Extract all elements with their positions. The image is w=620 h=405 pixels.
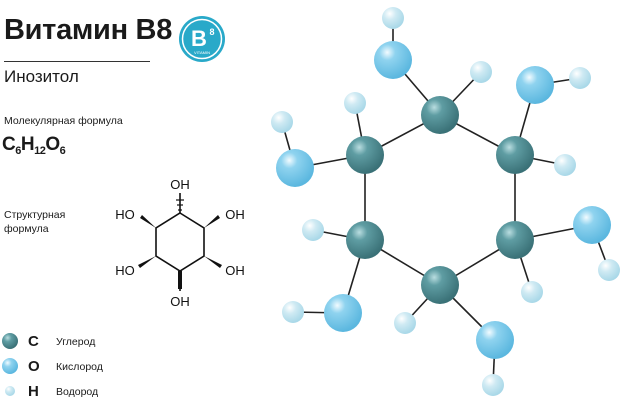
badge-letter: B <box>191 26 207 51</box>
wedge-top-right <box>204 215 220 228</box>
hydrogen-atom <box>482 374 504 396</box>
legend-symbol: C <box>28 333 39 350</box>
badge-small-text: VITAMIN <box>194 50 210 55</box>
oxygen-atom <box>374 41 412 79</box>
oh-top: OH <box>170 177 190 192</box>
carbon-atom <box>496 221 534 259</box>
structural-formula-label: Структурная формула <box>4 208 94 236</box>
wedge-bonds <box>138 215 222 289</box>
hydrogen-atom <box>282 301 304 323</box>
carbon-atom <box>496 136 534 174</box>
hydrogen-atoms <box>271 7 620 396</box>
hydrogen-atom <box>554 154 576 176</box>
badge-number: 8 <box>209 27 214 37</box>
page-title: Витамин В8 <box>4 14 173 46</box>
carbon-atom <box>421 266 459 304</box>
oxygen-legend-icon <box>2 358 18 374</box>
legend-name: Кислород <box>56 361 103 373</box>
oxygen-atom <box>573 206 611 244</box>
hydrogen-atom <box>344 92 366 114</box>
legend-symbol: O <box>28 358 40 375</box>
hydrogen-atom <box>598 259 620 281</box>
model-bonds <box>281 18 610 386</box>
oxygen-atom <box>516 66 554 104</box>
wedge-bottom-right <box>204 256 222 268</box>
hydrogen-atom <box>302 219 324 241</box>
carbon-legend-icon <box>2 333 18 349</box>
wedge-bottom-left <box>138 256 156 268</box>
ho-bottom-left: HO <box>115 263 135 278</box>
page-subtitle: Инозитол <box>4 67 79 86</box>
structural-label-line1: Структурная <box>4 209 66 221</box>
cyclohexane-ring <box>155 212 205 272</box>
legend-name: Углерод <box>56 336 96 348</box>
oxygen-atom <box>476 321 514 359</box>
hydrogen-atom <box>521 281 543 303</box>
formula-h-count: 12 <box>34 145 46 157</box>
oxygen-atom <box>324 294 362 332</box>
carbon-atom <box>346 136 384 174</box>
hydrogen-atom <box>382 7 404 29</box>
hydrogen-atom <box>271 111 293 133</box>
molecular-formula-label: Молекулярная формула <box>4 115 123 127</box>
badge-inner-ring <box>181 18 223 60</box>
oh-top-right: OH <box>225 207 245 222</box>
formula-o-count: 6 <box>59 145 66 157</box>
legend-item-carbon: C Углерод <box>0 331 150 355</box>
legend-item-oxygen: O Кислород <box>0 356 150 380</box>
oxygen-atom <box>276 149 314 187</box>
ball-and-stick-model <box>271 7 620 396</box>
formula-o: O <box>45 134 60 155</box>
wedge-bottom <box>178 271 182 289</box>
hydrogen-legend-icon <box>5 386 15 396</box>
legend-item-hydrogen: H Водород <box>0 381 150 405</box>
vitamin-badge-icon: B 8 VITAMIN <box>179 16 225 62</box>
badge-outer-circle <box>179 16 225 62</box>
ho-top-left: HO <box>115 207 135 222</box>
structural-label-line2: формула <box>4 223 49 235</box>
legend-symbol: H <box>28 383 39 400</box>
hydrogen-atom <box>394 312 416 334</box>
carbon-atoms <box>346 96 534 304</box>
title-divider <box>4 61 150 62</box>
molecular-formula: C6H12O6 <box>2 134 66 157</box>
carbon-atom <box>346 221 384 259</box>
oxygen-atoms <box>276 41 611 359</box>
carbon-atom <box>421 96 459 134</box>
formula-c-count: 6 <box>15 145 21 157</box>
formula-c: C <box>2 134 16 155</box>
formula-h: H <box>20 134 35 155</box>
hash-bonds <box>176 199 184 211</box>
oh-bottom-right: OH <box>225 263 245 278</box>
hydrogen-atom <box>569 67 591 89</box>
legend-name: Водород <box>56 386 99 398</box>
wedge-top-left <box>140 215 156 228</box>
hydrogen-atom <box>470 61 492 83</box>
oh-bottom: OH <box>170 294 190 309</box>
structural-formula-diagram: OH OH HO OH HO OH <box>115 177 245 309</box>
